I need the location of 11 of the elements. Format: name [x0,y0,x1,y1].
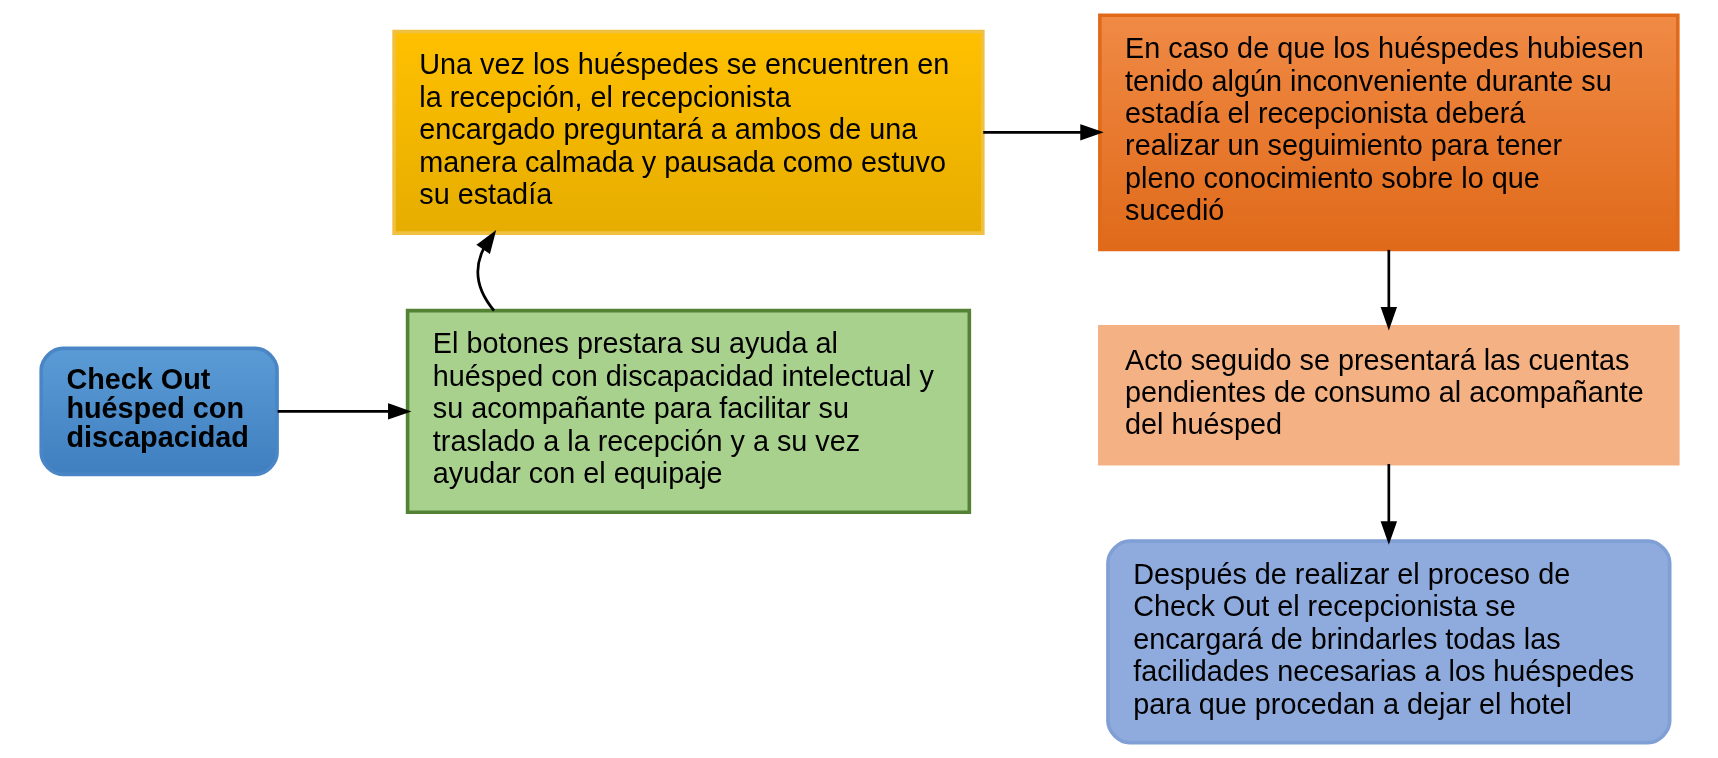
arrow [982,124,1104,141]
node-box: Después de realizar el proceso de Check Out el recepcionista se encargará de brindarles todas las facilidades necesarias a los huéspedes para que procedan a dejar el hotel [1105,539,1671,745]
arrow [1380,249,1397,331]
node-box: En caso de que los huéspedes hubiesen tenido algún inconveniente durante su estadía el recepcionista deberá realizar un seguimiento para tener pleno conocimiento sobre lo que sucedió [1097,13,1680,252]
arrow [475,229,496,312]
node-box: El botones prestara su ayuda al huésped con discapacidad intelectual y su acompañante para facilitar su traslado a la recepción y a su vez ayudar con el equipaje [405,308,971,515]
arrow [1380,463,1397,545]
node-box: Una vez los huéspedes se encuentren en la recepción, el recepcionista encargado preguntará a ambos de una manera calmada y pausada como estuvo su estadía [391,29,985,235]
arrow [277,403,411,420]
node-box: Acto seguido se presentará las cuentas pendientes de consumo al acompañante del huésped [1097,325,1680,466]
node-box: Check Out huésped con discapacidad [38,346,279,477]
